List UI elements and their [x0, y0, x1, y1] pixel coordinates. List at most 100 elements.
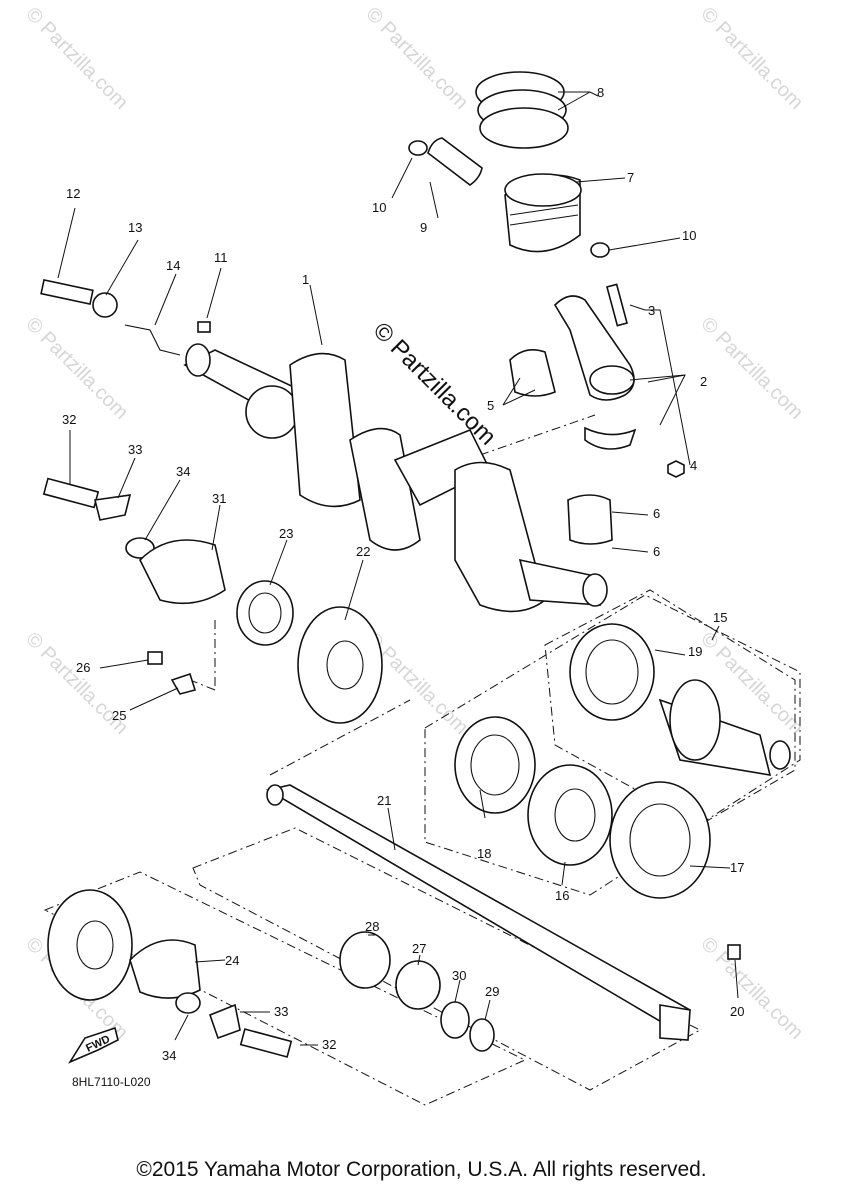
callout-number: 20: [730, 1004, 744, 1019]
damper-cam: [139, 539, 226, 605]
callout-number: 22: [356, 544, 370, 559]
shaft-spline: [659, 1004, 691, 1041]
shaft-end: [266, 784, 284, 806]
callout-number: 28: [365, 919, 379, 934]
callout-number: 27: [412, 941, 426, 956]
bearing: [527, 764, 613, 866]
screw: [147, 651, 163, 665]
callout-number: 32: [62, 412, 76, 427]
watermark-text: © Partzilla.com: [696, 313, 807, 424]
collar: [339, 931, 391, 989]
callout-number: 29: [485, 984, 499, 999]
crankshaft-end: [185, 343, 211, 377]
callout-number: 33: [274, 1004, 288, 1019]
con-rod-bolt: [606, 283, 628, 327]
crank-web: [349, 427, 421, 551]
lower-hardware: [47, 889, 741, 1058]
callout-number: 19: [688, 644, 702, 659]
diagram-code: 8HL7110-L020: [72, 1075, 151, 1089]
drive-gear: [669, 679, 721, 761]
left-hardware: [40, 279, 294, 695]
callout-number: 8: [597, 85, 604, 100]
watermark-text: © Partzilla.com: [361, 3, 472, 114]
callout-number: 5: [487, 398, 494, 413]
piston-crown: [504, 173, 582, 207]
callout-number: 21: [377, 793, 391, 808]
bearings: [509, 349, 613, 545]
callout-number: 23: [279, 526, 293, 541]
shaft-end: [769, 740, 791, 770]
drive-shaft: [265, 784, 692, 1041]
callout-numbers: 1 2 3 4 5 6 6 7 8 9 10 10 11 12 13 14 15…: [62, 85, 744, 1063]
bearing-housing: [609, 781, 711, 899]
oil-seal: [569, 623, 655, 721]
callout-number: 34: [162, 1048, 176, 1063]
piston-ring: [479, 107, 569, 149]
callout-number: 18: [477, 846, 491, 861]
con-rod-cap: [584, 426, 637, 450]
piston-group: [408, 71, 610, 258]
callout-number: 11: [214, 250, 228, 265]
crankshaft-output-end: [582, 573, 608, 607]
parts-diagram: © Partzilla.com © Partzilla.com © Partzi…: [21, 3, 807, 1106]
callout-number: 2: [700, 374, 707, 389]
bolt: [40, 279, 94, 305]
watermark-text: © Partzilla.com: [21, 313, 132, 424]
piston-pin: [427, 137, 483, 186]
callout-number: 15: [713, 610, 727, 625]
leader-lines: [57, 91, 739, 1046]
callout-number: 34: [176, 464, 190, 479]
callout-number: 6: [653, 506, 660, 521]
lock-plate: [124, 324, 181, 356]
plate: [170, 672, 197, 695]
gear: [297, 606, 383, 724]
callout-number: 26: [76, 660, 90, 675]
bolt: [42, 477, 100, 509]
callout-number: 4: [690, 458, 697, 473]
crank-web: [289, 352, 361, 508]
con-rod-big-end: [589, 365, 635, 395]
circlip: [440, 1001, 470, 1039]
callout-number: 3: [648, 303, 655, 318]
washer: [175, 992, 201, 1014]
washer: [92, 292, 118, 318]
watermark-text: © Partzilla.com: [696, 933, 807, 1044]
con-rod-nut: [667, 460, 685, 478]
washer: [469, 1018, 495, 1052]
crankshaft-gear: [245, 385, 299, 439]
copyright-notice: ©2015 Yamaha Motor Corporation, U.S.A. A…: [136, 1158, 707, 1181]
oil-seal: [454, 716, 536, 814]
bearing-shell: [567, 494, 613, 545]
lock-washer: [208, 1003, 241, 1040]
callout-number: 14: [166, 258, 180, 273]
callout-number: 10: [372, 200, 386, 215]
callout-number: 16: [555, 888, 569, 903]
bolt: [727, 944, 741, 960]
bearing-shell: [509, 349, 556, 397]
callout-number: 25: [112, 708, 126, 723]
damper-cam: [129, 939, 201, 999]
gear-22: [297, 606, 383, 724]
bolt: [239, 1028, 293, 1058]
dashed-boxes: [43, 414, 801, 1106]
assembly-15: [454, 623, 791, 899]
gear: [47, 889, 133, 1001]
callout-number: 24: [225, 953, 239, 968]
callout-number: 17: [730, 860, 744, 875]
fwd-arrow: FWD: [67, 1026, 119, 1064]
callout-number: 7: [627, 170, 634, 185]
bearing: [236, 580, 294, 646]
callout-number: 12: [66, 186, 80, 201]
watermark-text: © Partzilla.com: [696, 3, 807, 114]
needle-bearing: [395, 960, 441, 1010]
callout-number: 13: [128, 220, 142, 235]
watermark-text: © Partzilla.com: [21, 3, 132, 114]
callout-number: 9: [420, 220, 427, 235]
connecting-rod: [553, 283, 685, 478]
callout-number: 33: [128, 442, 142, 457]
lock-washer: [94, 494, 132, 521]
callout-number: 32: [322, 1037, 336, 1052]
piston-clip: [590, 242, 610, 258]
callout-number: 6: [653, 544, 660, 559]
piston-clip: [408, 140, 428, 156]
